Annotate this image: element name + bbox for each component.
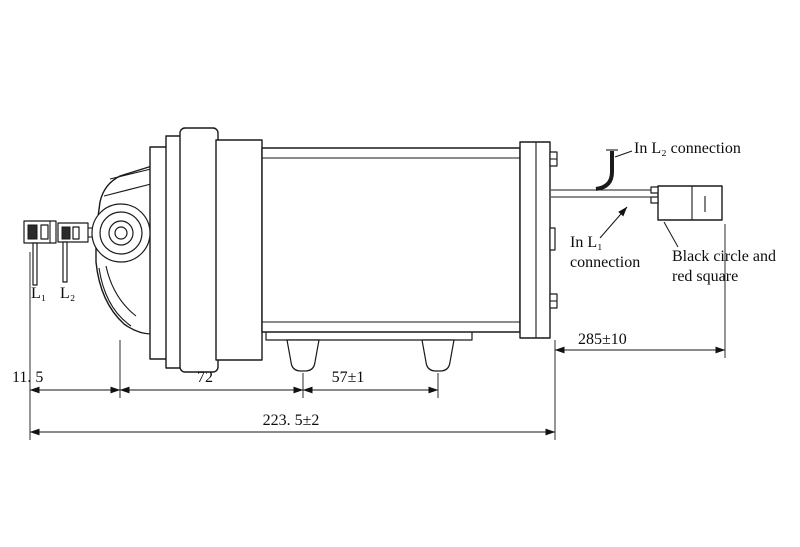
terminal-l2-pin bbox=[62, 241, 68, 283]
annotation-black-red-line1: Black circle and bbox=[672, 248, 776, 265]
dim-wire-length: 285±10 bbox=[578, 331, 627, 348]
lead-wires bbox=[551, 149, 658, 198]
dim-foot-spacing: 57±1 bbox=[332, 369, 365, 386]
leader-in-l2 bbox=[614, 150, 633, 158]
annotations: In L₂ connection In L₁ connection Black … bbox=[570, 140, 776, 285]
motor-body bbox=[261, 141, 558, 339]
end-cap-boss bbox=[549, 227, 556, 251]
dim-terminal-offset: 11. 5 bbox=[12, 369, 43, 386]
annotation-in-l1-line2: connection bbox=[570, 254, 640, 271]
leader-in-l1 bbox=[599, 206, 628, 239]
terminal-l1-contact bbox=[27, 224, 38, 240]
annotation-in-l1-line1: In L₁ bbox=[570, 234, 603, 251]
annotation-black-red-line2: red square bbox=[672, 268, 738, 285]
terminal-block: L₁ L₂ bbox=[23, 220, 98, 302]
dimension-lines bbox=[29, 346, 726, 436]
label-l2: L₂ bbox=[60, 285, 75, 302]
motor-shell bbox=[261, 147, 521, 333]
pump-housing-rings bbox=[149, 127, 263, 373]
connector-housing bbox=[657, 185, 723, 221]
terminal-l1-pin bbox=[32, 242, 38, 286]
label-l1: L₁ bbox=[31, 285, 46, 302]
motor-end-cap bbox=[519, 141, 551, 339]
foot-right bbox=[421, 339, 455, 372]
dim-overall-length: 223. 5±2 bbox=[263, 412, 320, 429]
wire-connector bbox=[650, 185, 723, 221]
extension-lines bbox=[29, 224, 726, 440]
foot-left bbox=[286, 339, 320, 372]
annotation-in-l2: In L₂ connection bbox=[634, 140, 741, 157]
dimension-texts: 11. 5 72 57±1 223. 5±2 285±10 bbox=[12, 331, 627, 429]
inlet-port bbox=[91, 203, 151, 263]
port-ring-inner bbox=[114, 226, 128, 240]
leader-lines bbox=[599, 150, 679, 248]
leader-black-red bbox=[663, 221, 679, 248]
pump-elbow bbox=[98, 267, 132, 327]
dim-pump-section: 72 bbox=[197, 369, 213, 386]
terminal-l2-contact bbox=[61, 226, 71, 240]
mounting-feet bbox=[265, 329, 473, 372]
wire-l2-bent-terminal bbox=[595, 151, 614, 191]
